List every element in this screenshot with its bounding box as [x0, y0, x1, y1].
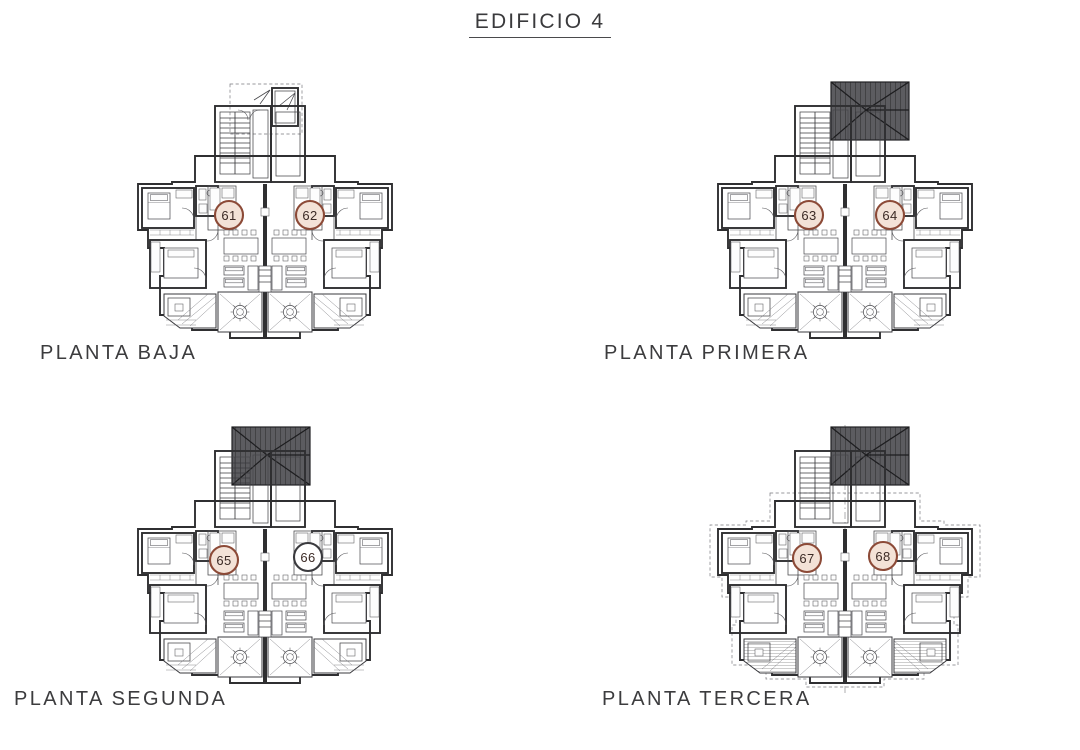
stair-core [214, 450, 306, 528]
roof-block [830, 81, 910, 141]
unit-marker-63[interactable]: 63 [793, 199, 825, 231]
terrace-center-left [217, 291, 263, 333]
setback-outline-dashed [709, 492, 981, 688]
party-wall [838, 529, 852, 683]
dining-left [223, 229, 259, 262]
page-title-text: EDIFICIO 4 [468, 10, 612, 38]
unit-marker-64-label: 64 [882, 208, 897, 223]
unit-right-interior [847, 185, 969, 333]
floor-plan-planta-segunda: 65 66 [120, 425, 410, 695]
building-envelope [717, 155, 973, 339]
stair-core [214, 105, 306, 183]
unit-left-interior [721, 530, 843, 678]
floor-plan-planta-tercera: 67 68 [700, 425, 990, 695]
planta-primera-drawing: 63 64 [717, 81, 973, 339]
planta-baja-drawing: 61 62 [137, 83, 393, 339]
floor-plan-planta-primera: 63 64 [700, 80, 990, 350]
unit-marker-62[interactable]: 62 [294, 199, 326, 231]
unit-marker-68[interactable]: 68 [867, 540, 899, 572]
caption-planta-segunda: PLANTA SEGUNDA [14, 688, 228, 710]
unit-marker-65[interactable]: 65 [208, 544, 240, 576]
unit-left-interior [141, 530, 263, 678]
building-envelope [137, 500, 393, 684]
unit-marker-67[interactable]: 67 [791, 542, 823, 574]
unit-marker-68-label: 68 [875, 549, 890, 564]
unit-marker-62-label: 62 [302, 208, 317, 223]
unit-left-interior [141, 185, 263, 333]
unit-right-interior [267, 185, 389, 333]
party-wall [258, 529, 272, 683]
caption-planta-baja: PLANTA BAJA [40, 342, 198, 364]
terrace-left [163, 293, 217, 329]
planta-tercera-drawing: 67 68 [709, 425, 981, 693]
unit-marker-63-label: 63 [801, 208, 816, 223]
entry-zone-dashed [229, 83, 303, 135]
building-envelope [137, 155, 393, 339]
planta-segunda-drawing: 65 66 [137, 426, 393, 684]
party-wall [838, 184, 852, 338]
page-title: EDIFICIO 4 [0, 10, 1080, 38]
building-envelope [717, 500, 973, 684]
stair-core [794, 105, 886, 183]
unit-marker-66[interactable]: 66 [292, 541, 324, 573]
unit-right-interior [847, 530, 969, 678]
unit-marker-61[interactable]: 61 [213, 199, 245, 231]
party-wall [258, 184, 272, 338]
stair-core [794, 450, 886, 528]
roof-block [830, 426, 910, 486]
floor-plan-planta-baja: 61 62 [120, 80, 410, 350]
unit-marker-65-label: 65 [216, 553, 231, 568]
caption-planta-primera: PLANTA PRIMERA [604, 342, 810, 364]
unit-marker-66-label: 66 [300, 550, 315, 565]
unit-marker-61-label: 61 [221, 208, 236, 223]
unit-marker-67-label: 67 [799, 551, 814, 566]
unit-marker-64[interactable]: 64 [874, 199, 906, 231]
caption-planta-tercera: PLANTA TERCERA [602, 688, 812, 710]
unit-left-interior [721, 185, 843, 333]
